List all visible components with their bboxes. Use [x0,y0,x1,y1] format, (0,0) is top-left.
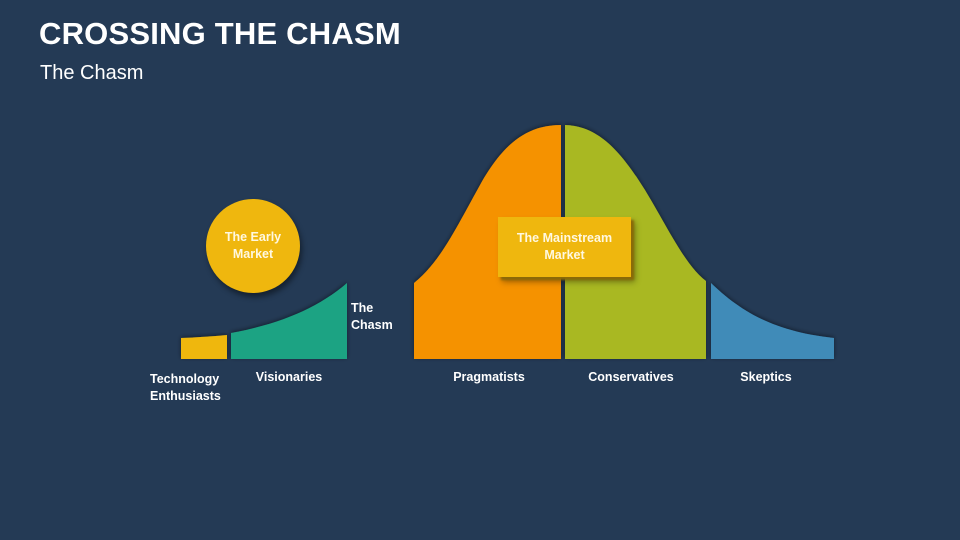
early-market-label: The Early Market [224,230,282,261]
mainstream-market-box: The Mainstream Market [498,217,631,277]
page-subtitle: The Chasm [40,62,144,84]
segment-visionaries [231,283,347,359]
label-visionaries: Visionaries [255,370,323,384]
page-title: CROSSING THE CHASM [39,16,401,51]
chasm-label: The Chasm [351,301,393,332]
early-market-circle: The Early Market [206,199,300,293]
segment-technology-enthusiasts [181,335,227,359]
label-technology-enthusiasts: Technology Enthusiasts [150,372,221,403]
segment-pragmatists [414,125,561,359]
label-skeptics: Skeptics [740,370,792,384]
mainstream-market-label: The Mainstream Market [516,231,613,262]
segment-conservatives [565,125,706,359]
label-pragmatists: Pragmatists [453,370,525,384]
segment-skeptics [711,283,834,359]
label-conservatives: Conservatives [588,370,674,384]
